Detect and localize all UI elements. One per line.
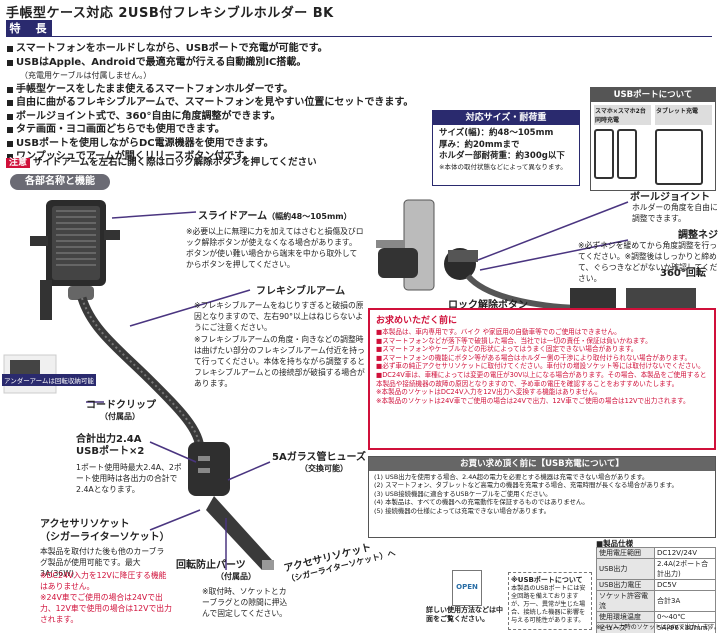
feature-item: USBはApple、Androidで最適充電が行える自動識別IC搭載。 bbox=[6, 56, 426, 70]
usb-charge-head: お買い求め頂く前に【USB充電について】 bbox=[369, 457, 715, 471]
accessory-socket-note2: ※24V車でご使用の場合は24Vで出力、12V車で使用の場合は12Vで出力されま… bbox=[40, 593, 172, 624]
usb-port-note-text: 本製品のUSBポートには安全回路を備えておりますが、万一、異常が生じた場合、接続… bbox=[511, 585, 586, 624]
warning-item: ※本製品のソケットは24V車でご使用の場合は24Vで出力、12V車でご使用の場合… bbox=[376, 396, 690, 405]
accessory-socket-label: アクセサリソケット（シガーライターソケット） bbox=[40, 519, 170, 543]
under-arm-note: アンダーアームは回転収納可能 bbox=[2, 374, 96, 386]
product-spec-head: ■製品仕様 bbox=[596, 539, 634, 548]
feature-item: 自由に曲がるフレキシブルアームで、スマートフォンを見やすい位置にセットできます。 bbox=[6, 96, 426, 110]
flexible-arm-desc2: ※フレキシブルアームの角度・向きなどの調整時は曲げたい部分のフレキシブルアーム付… bbox=[194, 335, 365, 388]
feature-item: USBポートを使用しながらDC電源機器を使用できます。 bbox=[6, 137, 426, 151]
open-note-text: 詳しい使用方法などは中面をご覧ください。 bbox=[426, 606, 503, 623]
caution-text: サイドアームを左右に開く際はロック解除ボタンを押してください bbox=[33, 157, 317, 168]
anti-drop-desc: ※取付時、ソケットとカーブラグとの隙間に押込んで固定してください。 bbox=[202, 587, 288, 618]
spec-note: ※本体の取付状態などによって異なります。 bbox=[439, 162, 567, 171]
accessory-socket-note: ※DC24V入力を12Vに降圧する機能はありません。 bbox=[40, 571, 167, 591]
holder-illustration bbox=[3, 200, 274, 570]
header-divider bbox=[52, 36, 712, 37]
slide-arm-desc: ※必要以上に無理に力を加えてはさむと損傷及びロック解除ボタンが使えなくなる場合が… bbox=[186, 227, 364, 269]
side-view-illustration bbox=[376, 199, 696, 310]
warning-item: ■本製品は、車内専用です。バイク や家庭用の自動車等でのご使用はできません。 bbox=[376, 328, 621, 336]
usb-charge-box: お買い求め頂く前に【USB充電について】 (1) USB出力を使用する場合、2.… bbox=[368, 456, 716, 538]
spec-line: 厚み：約20mmまで bbox=[439, 139, 520, 150]
slide-arm-label: スライドアーム（幅約48～105mm） bbox=[198, 211, 352, 222]
feature-item: ワンプッシュでアームが開くリリースボタン付です。 bbox=[6, 150, 426, 164]
spec-line: ホルダー部耐荷重：約300g以下 bbox=[439, 151, 565, 161]
feature-item: タテ画面・ヨコ画面どちらでも使用できます。 bbox=[6, 123, 426, 137]
phone-icon bbox=[617, 129, 637, 179]
usb-port-head: USBポートについて bbox=[591, 88, 715, 102]
feature-item: 手帳型ケースをしたまま使えるスマートフォンホルダーです。 bbox=[6, 83, 426, 97]
features-header: 特 長 bbox=[6, 20, 52, 37]
usb-charge-item: (1) USB出力を使用する場合、2.4A超の電力を必要とする機器は充電できない… bbox=[374, 473, 649, 481]
anti-drop-label: 回転防止パーツ（付属品） bbox=[176, 560, 256, 581]
ball-joint-desc: ホルダーの角度を自由に調整できます。 bbox=[632, 203, 718, 223]
adjust-screw-label: 調整ネジ bbox=[678, 230, 718, 241]
ball-joint-label: ボールジョイント bbox=[630, 192, 710, 203]
fuse-label: 5Aガラス管ヒューズ（交換可能） bbox=[272, 452, 366, 473]
table-row: ソケット許容電流合計3A bbox=[596, 590, 716, 612]
usb-left-label: スマホ×スマホ2台同時充電 bbox=[594, 105, 651, 125]
warning-item: ■DC24V車は、車種によっては変更の電圧が30V以上になる場合があります。その… bbox=[376, 370, 707, 388]
cord-clip-label: コードクリップ（付属品） bbox=[86, 400, 156, 421]
warning-item: ※本製品のソケットはDC24V入力を12V出力へ変換する機能はありません。 bbox=[376, 388, 602, 397]
usb-charge-item: (5) 接続機器の仕様によっては充電できない場合があります。 bbox=[374, 506, 550, 515]
tablet-icon bbox=[655, 129, 703, 185]
usb-port-note-head: ※USBポートについて bbox=[511, 576, 583, 584]
feature-item: ボールジョイント式で、360°自由に角度調整ができます。 bbox=[6, 110, 426, 124]
usb-charge-item: (3) USB接続機器に適合するUSBケーブルをご使用ください。 bbox=[374, 489, 552, 498]
lock-release-label: ロック解除ボタン bbox=[448, 300, 528, 311]
accessory-socket-desc: 本製品を取付けた後も他のカーブラグ製品が使用可能です。最大3A(36W) bbox=[40, 547, 165, 578]
caution-line: 注意サイドアームを左右に開く際はロック解除ボタンを押してください bbox=[6, 154, 317, 168]
spec-box-head: 対応サイズ・耐荷重 bbox=[433, 111, 579, 125]
usb-charge-item: (4) 本製品は、すべての機器への充電動作を保証するものではありません。 bbox=[374, 498, 589, 507]
warning-item: ■スマートフォンなどが落下等で破損した場合、当社では一切の責任・保証は負いかねま… bbox=[376, 336, 652, 345]
product-spec-note: ※24V入力時のソケットは24Vで出力します。 bbox=[596, 624, 720, 631]
feature-item: スマートフォンをホールドしながら、USBポートで充電が可能です。 bbox=[6, 42, 426, 56]
phone-icon bbox=[594, 129, 614, 179]
warning-box: お求めいただく前に ■本製品は、車内専用です。バイク や家庭用の自動車等でのご使… bbox=[368, 308, 716, 450]
usb-output-desc: 1ポート使用時最大2.4A、2ポート使用時は各出力の合計で2.4Aとなります。 bbox=[76, 463, 182, 494]
usb-port-note: ※USBポートについて 本製品のUSBポートには安全回路を備えておりますが、万一… bbox=[508, 572, 592, 630]
feature-note: （充電用ケーブルは付属しません。） bbox=[20, 71, 152, 80]
page-title: 手帳型ケース対応 2USB付フレキシブルホルダー BK bbox=[6, 6, 334, 21]
spec-line: サイズ(幅)：約48～105mm bbox=[439, 128, 554, 138]
warning-title: お求めいただく前に bbox=[376, 316, 458, 326]
usb-port-box: USBポートについて スマホ×スマホ2台同時充電 タブレット充電 bbox=[590, 87, 716, 191]
spec-box: 対応サイズ・耐荷重 サイズ(幅)：約48～105mm 厚み：約20mmまで ホル… bbox=[432, 110, 580, 186]
warning-item: ■スマートフォンの機能にボタン等がある場合はホルダー側の干渉により取付けられない… bbox=[376, 353, 692, 362]
parts-header: 各部名称と機能 bbox=[10, 174, 110, 190]
flexible-arm-label: フレキシブルアーム bbox=[256, 286, 346, 297]
feature-list: スマートフォンをホールドしながら、USBポートで充電が可能です。 USBはApp… bbox=[6, 42, 426, 164]
adjust-screw-desc: ※必ずネジを緩めてから角度調整を行ってください。※調整後はしっかりと締めて、ぐら… bbox=[578, 241, 718, 283]
warning-item: ■スマートフォンやケーブルなどの形状によってはうまく固定できない場合があります。 bbox=[376, 345, 638, 354]
rotate-label: 360°回転 bbox=[660, 268, 706, 279]
warning-item: ■必ず車の純正アクセサリソケットに取付けてください。車付けの増設ソケット等には取… bbox=[376, 362, 705, 371]
caution-tag: 注意 bbox=[6, 158, 31, 168]
usb-charge-item: (2) スマートフォン、タブレットなど高電力の機器を充電する場合、充電時間が長く… bbox=[374, 481, 678, 490]
open-icon: OPEN bbox=[452, 570, 482, 606]
flexible-arm-desc1: ※フレキシブルアームをねじりすぎると破損の原因となりますので、左右90°以上はね… bbox=[194, 301, 364, 332]
usb-right-label: タブレット充電 bbox=[655, 105, 712, 125]
